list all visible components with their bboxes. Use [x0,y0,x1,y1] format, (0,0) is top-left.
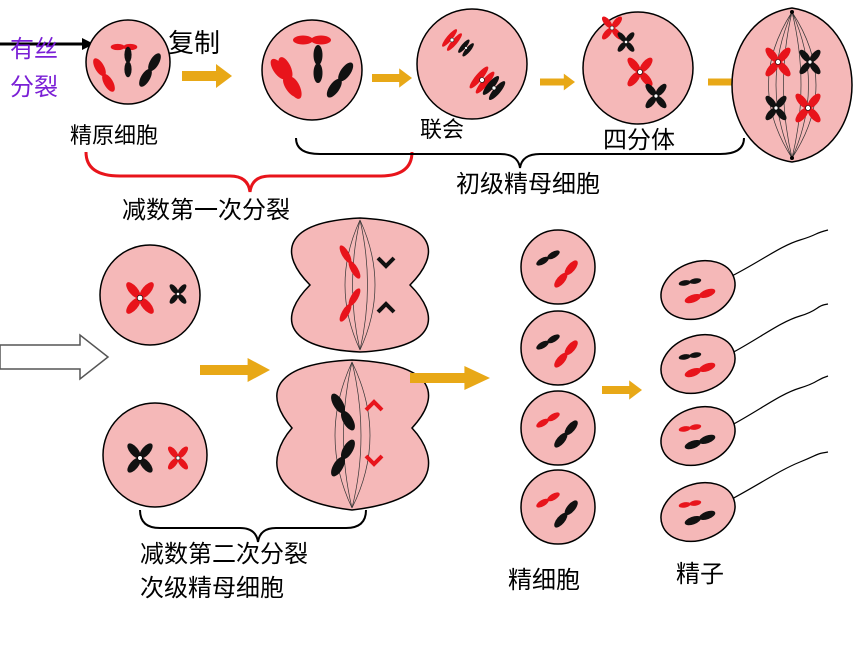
meiosis-two-label: 减数第二次分裂 [140,540,308,568]
spermatogonium-cell [85,19,171,105]
primary-spermatocyte-label: 初级精母细胞 [456,170,600,198]
arrow-replication [182,64,232,88]
arrow-to-tetrad [540,73,575,91]
primary-spermatocyte-brace [295,137,745,169]
secondary-spermatocyte-top [99,244,201,346]
secondary-spermatocyte-label: 次级精母细胞 [140,574,284,602]
spermatid-label: 精细胞 [508,566,580,594]
arrow-to-metaphase2 [200,358,270,382]
anaphase-two-top [290,217,430,353]
mitosis-arrowhead [82,38,94,50]
tetrad-cell [582,11,694,125]
meiosis-one-label: 减数第一次分裂 [122,196,290,224]
mitosis-label-line1: 有丝 [10,35,58,63]
replication-label: 复制 [168,29,220,59]
sperm-4 [660,451,829,543]
replicated-cell [261,19,363,121]
hollow-arrow [0,333,110,381]
synapsis-label: 联会 [420,118,464,143]
sperm-label: 精子 [676,560,724,588]
arrow-to-synapsis [372,68,412,88]
sperm-2 [660,303,829,395]
secondary-spermatocyte-bottom [102,402,208,508]
spermatogonium-label: 精原细胞 [70,124,158,149]
anaphase-two-bottom [276,359,430,511]
spermatid-4 [520,469,596,545]
spermatid-2 [520,310,596,386]
sperm-1 [660,229,829,321]
tetrad-label: 四分体 [603,126,675,154]
secondary-spermatocyte-brace [139,509,367,543]
spermatid-1 [520,229,596,305]
sperm-3 [660,375,829,467]
arrow-to-sperm [602,380,642,400]
mitosis-label-line2: 分裂 [10,73,58,101]
metaphase-one-cell [731,7,853,163]
meiosis-one-brace [84,151,414,193]
spermatid-3 [520,390,596,466]
synapsis-cell [416,8,528,120]
